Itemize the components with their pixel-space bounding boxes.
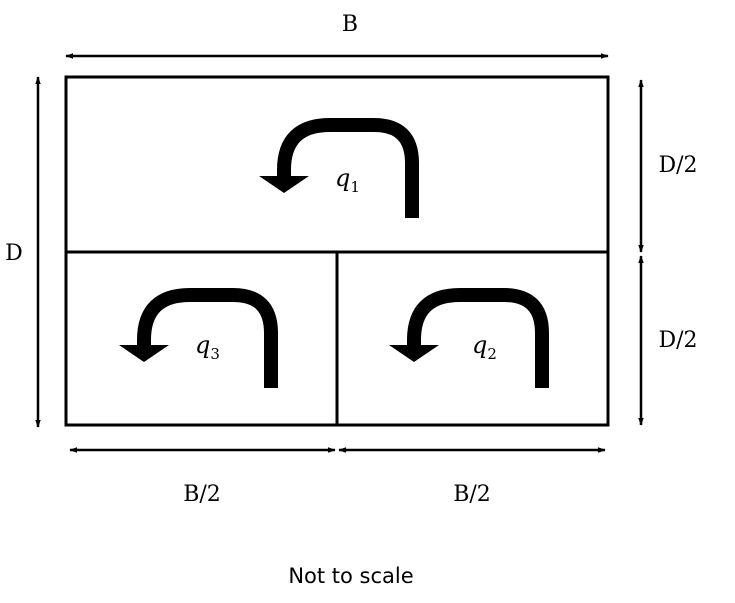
circulation-arrow-icon-bottom-right <box>389 288 549 388</box>
flow-label-bottom-left: q3 <box>195 331 220 363</box>
dimension-label-d-half-lower: D/2 <box>658 328 697 353</box>
circulation-arrow-icon-bottom-left <box>119 288 278 388</box>
dimension-label-b: B <box>342 12 358 37</box>
scale-note: Not to scale <box>288 564 413 588</box>
circulation-arrow-icon-top <box>259 118 419 218</box>
flow-label-top: q1 <box>335 164 360 196</box>
dimension-label-d: D <box>5 241 23 266</box>
dimension-label-b-half-left: B/2 <box>183 482 221 507</box>
dimension-label-b-half-right: B/2 <box>453 482 491 507</box>
flow-label-bottom-right: q2 <box>472 331 497 363</box>
dimension-label-d-half-upper: D/2 <box>658 153 697 178</box>
